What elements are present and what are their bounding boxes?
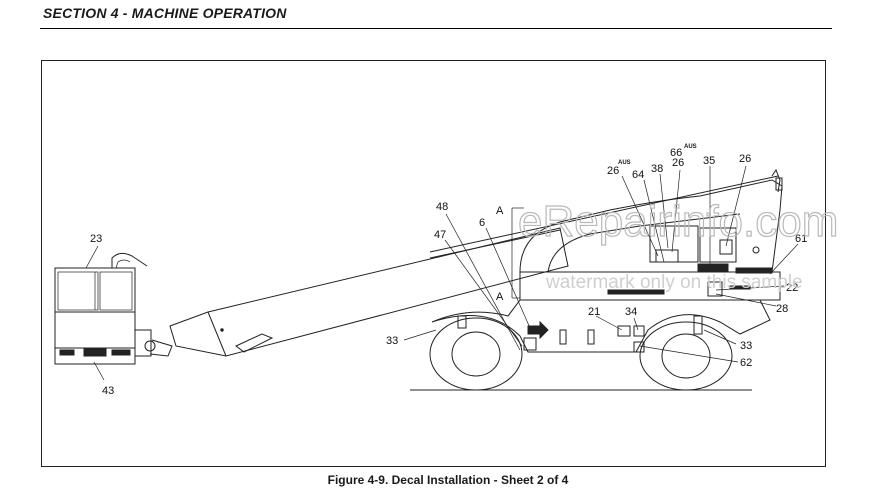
chassis-frame (431, 299, 771, 353)
callout-35: 35 (703, 155, 715, 167)
telescopic-boom (169, 175, 779, 357)
leader-lines (85, 165, 799, 381)
platform-basket (54, 252, 173, 365)
section-mark-upper: A (496, 205, 504, 217)
callout-61: 61 (795, 233, 807, 245)
callout-38: 38 (651, 163, 663, 175)
callout-66-sup: AUS (684, 144, 697, 150)
front-wheel (429, 317, 523, 391)
section-mark-lower: A (496, 291, 504, 303)
callout-62: 62 (740, 357, 752, 369)
callout-43: 43 (102, 385, 114, 397)
callout-33-left: 33 (386, 335, 398, 347)
watermark-main: eRepairinfo.com (518, 197, 838, 246)
figure-caption: Figure 4-9. Decal Installation - Sheet 2… (327, 473, 569, 487)
callout-33-right: 33 (740, 340, 752, 352)
header-rule (40, 28, 832, 29)
callout-34: 34 (625, 306, 637, 318)
callout-64: 64 (632, 169, 644, 181)
figure-frame (41, 60, 826, 467)
callout-6: 6 (479, 217, 485, 229)
callout-28: 28 (776, 303, 788, 315)
callout-47: 47 (434, 229, 446, 241)
section-header: SECTION 4 - MACHINE OPERATION (43, 5, 287, 21)
watermark-sub: watermark only on this sample (545, 272, 803, 293)
callout-26-aus: 26 (607, 165, 619, 177)
turntable-body (519, 168, 783, 301)
callout-48: 48 (436, 201, 448, 213)
callout-26-right: 26 (739, 153, 751, 165)
callout-26: 26 (672, 157, 684, 169)
callout-23: 23 (90, 233, 102, 245)
rear-wheel (639, 321, 733, 391)
callout-22: 22 (786, 282, 798, 294)
callout-66: 66 (670, 147, 682, 159)
section-mark-a (511, 207, 524, 299)
callout-26-aus-sup: AUS (618, 160, 631, 166)
callout-21: 21 (588, 306, 600, 318)
